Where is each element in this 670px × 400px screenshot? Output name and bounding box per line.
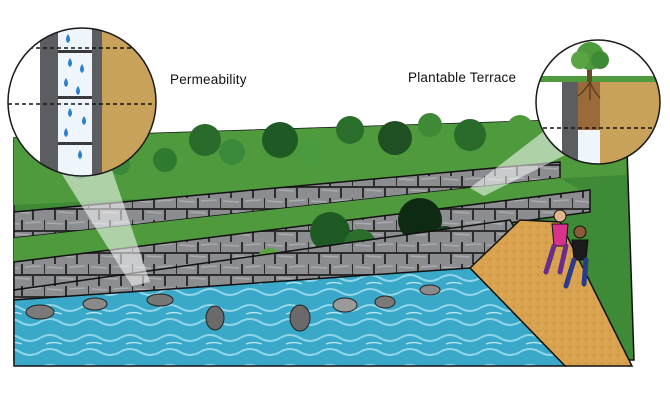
permeability-label: Permeability [170, 72, 247, 87]
permeability-magnifier [7, 27, 157, 177]
person-icon [563, 225, 589, 289]
riprap-boulders [25, 284, 441, 332]
water-droplet-icon [64, 34, 86, 159]
tree-icon [571, 42, 609, 100]
middle-terrace [14, 178, 580, 262]
plantable-terrace-label: Plantable Terrace [408, 70, 517, 85]
middle-retaining-wall [13, 189, 591, 291]
permeability-callout-beam [58, 168, 150, 286]
plantable-terrace-callout-beam [470, 128, 575, 196]
person-icon [543, 209, 569, 275]
plantable-terrace-magnifier [535, 39, 661, 165]
